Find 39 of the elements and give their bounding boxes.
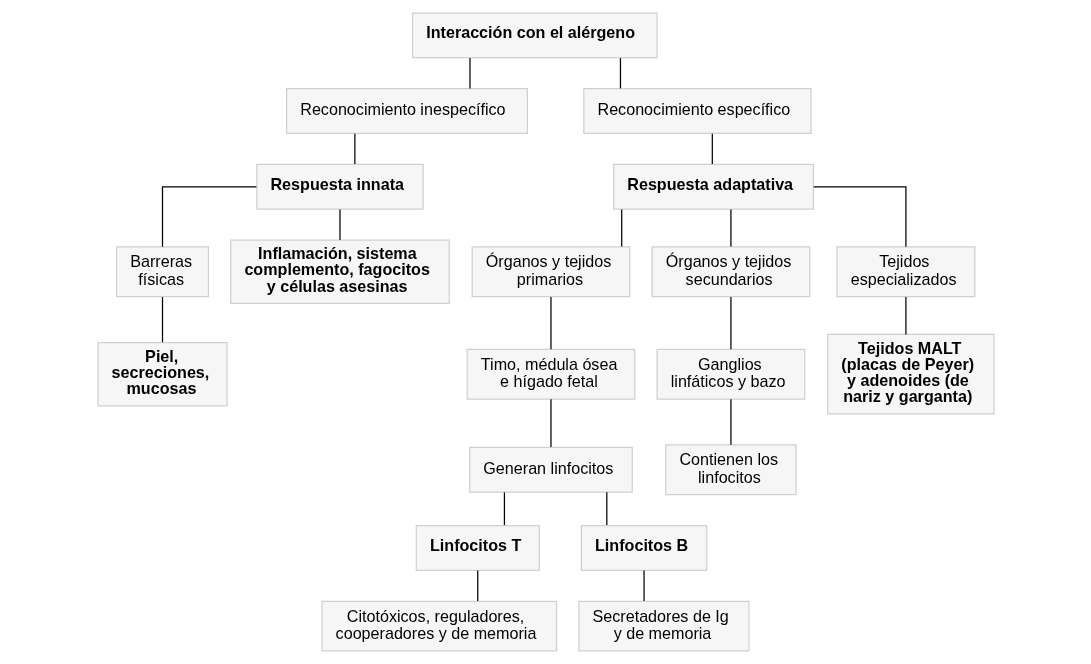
connector — [904, 296, 907, 336]
node-box: Reconocimiento inespecífico — [285, 88, 528, 135]
connector — [503, 491, 505, 526]
node-box: Contienen los linfocitos — [664, 444, 797, 496]
connector — [549, 296, 552, 350]
connector — [812, 186, 907, 248]
node-box: Interacción con el alérgeno — [411, 12, 658, 59]
connector — [729, 398, 732, 446]
connector — [729, 296, 732, 350]
node-box: Órganos y tejidos primarios — [471, 246, 630, 298]
node-box: Piel, secreciones, mucosas — [96, 341, 228, 407]
node-box: Generan linfocitos — [468, 446, 633, 493]
node-box: Linfocitos B — [580, 525, 707, 571]
connector — [711, 133, 713, 165]
connector — [619, 57, 621, 89]
node-box: Timo, médula ósea e hígado fetal — [466, 348, 635, 400]
connector — [620, 208, 622, 248]
node-box: Tejidos MALT (placas de Peyer) y adenoides (de nariz y garganta) — [826, 333, 995, 415]
node-box: Inflamación, sistema complemento, fagocitos y células asesinas — [229, 239, 450, 305]
connector — [642, 569, 645, 602]
connector — [161, 186, 257, 248]
connector — [468, 57, 471, 89]
connector — [161, 296, 163, 343]
connector — [729, 208, 732, 248]
node-box: Secretadores de Ig y de memoria — [577, 600, 750, 652]
node-box: Reconocimiento específico — [582, 88, 812, 135]
node-box: Citotóxicos, reguladores, cooperadores y de memoria — [320, 600, 557, 652]
node-box: Órganos y tejidos secundarios — [651, 246, 810, 298]
node-box: Respuesta adaptativa — [612, 163, 814, 210]
node-box: Respuesta innata — [255, 163, 424, 210]
node-box: Ganglios linfáticos y bazo — [655, 348, 805, 400]
node-box: Tejidos especializados — [835, 246, 975, 298]
connector — [476, 569, 478, 602]
connector — [353, 133, 355, 165]
node-box: Linfocitos T — [415, 525, 540, 571]
connector — [338, 208, 341, 241]
connector — [605, 491, 607, 526]
node-box: Barreras físicas — [115, 246, 209, 298]
connector — [549, 398, 552, 448]
